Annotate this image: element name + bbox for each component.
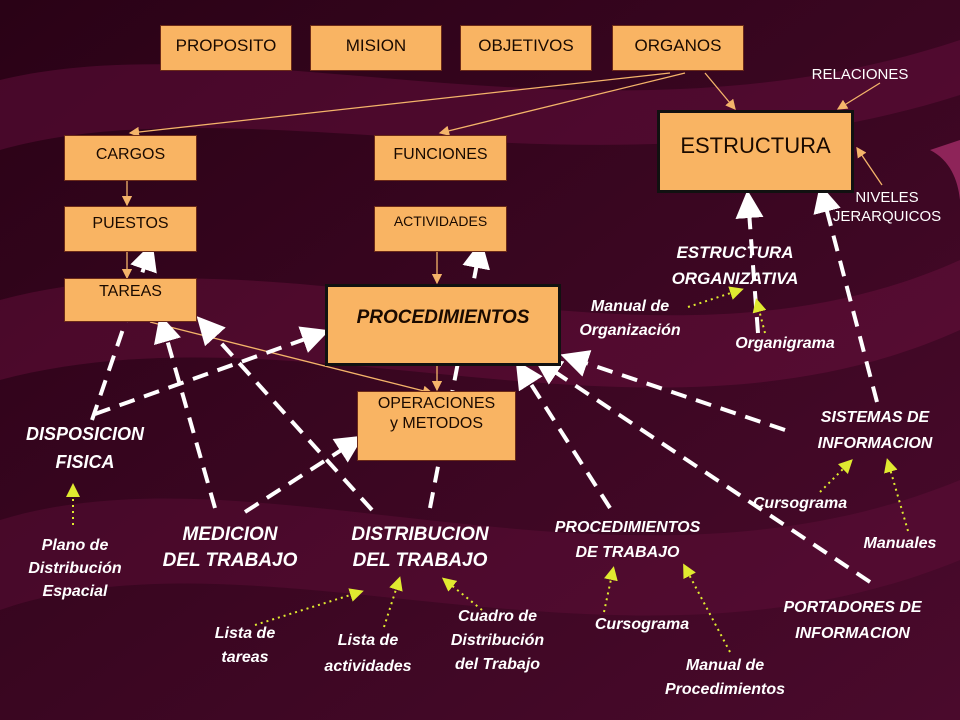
portadores-line2: INFORMACION (795, 625, 910, 642)
mision-label: MISION (345, 36, 407, 55)
puestos-label: PUESTOS (92, 215, 169, 232)
procedimientos-trabajo-label: PROCEDIMIENTOS DE TRABAJO (525, 515, 730, 565)
cuadro-line3: del Trabajo (454, 656, 541, 673)
cursograma-bottom-label: Cursograma (594, 616, 690, 633)
estructura-organizativa-label: ESTRUCTURA ORGANIZATIVA (640, 240, 830, 292)
organos-label: ORGANOS (634, 36, 722, 55)
tareas-label: TAREAS (99, 283, 162, 300)
cursograma-right-label: Cursograma (752, 495, 848, 512)
operaciones-line2: y METODOS (389, 415, 484, 432)
proposito-box: PROPOSITO (160, 25, 292, 71)
cuadro-line1: Cuadro de (457, 608, 538, 625)
plano-line1: Plano de (41, 537, 109, 554)
distribucion-line1: DISTRIBUCION (351, 524, 489, 545)
cargos-box: CARGOS (64, 135, 197, 181)
proc-trabajo-line1: PROCEDIMIENTOS (554, 519, 701, 536)
organigrama-label: Organigrama (735, 335, 835, 352)
disposicion-line1: DISPOSICION (25, 424, 145, 444)
objetivos-label: OBJETIVOS (478, 36, 574, 55)
niveles-line2: JERARQUICOS (832, 208, 942, 225)
funciones-label: FUNCIONES (393, 146, 488, 163)
estructura-org-line1: ESTRUCTURA (676, 243, 794, 262)
tareas-box: TAREAS (64, 278, 197, 322)
manual-org-line2: Organización (579, 322, 681, 339)
lista-actividades-label: Lista de actividades (298, 628, 438, 680)
manual-proc-line1: Manual de (685, 657, 765, 674)
sistemas-informacion-label: SISTEMAS DE INFORMACION (790, 405, 960, 457)
actividades-box: ACTIVIDADES (374, 206, 507, 252)
organos-box: ORGANOS (612, 25, 744, 71)
disposicion-fisica-label: DISPOSICION FISICA (10, 420, 160, 476)
cuadro-line2: Distribución (450, 632, 545, 649)
estructura-org-line2: ORGANIZATIVA (671, 269, 799, 288)
proc-trabajo-line2: DE TRABAJO (575, 544, 680, 561)
procedimientos-box: PROCEDIMIENTOS (325, 284, 561, 366)
procedimientos-label: PROCEDIMIENTOS (356, 307, 530, 328)
funciones-box: FUNCIONES (374, 135, 507, 181)
plano-distribucion-label: Plano de Distribución Espacial (5, 534, 145, 603)
niveles-line1: NIVELES (855, 189, 919, 206)
cuadro-distribucion-label: Cuadro de Distribución del Trabajo (425, 605, 570, 677)
portadores-line1: PORTADORES DE (783, 599, 922, 616)
lista-tareas-line2: tareas (221, 649, 269, 666)
objetivos-box: OBJETIVOS (460, 25, 592, 71)
lista-tareas-line1: Lista de (214, 625, 276, 642)
lista-act-line1: Lista de (337, 632, 399, 649)
cargos-label: CARGOS (95, 146, 166, 163)
manuales-label: Manuales (863, 535, 937, 552)
puestos-box: PUESTOS (64, 206, 197, 252)
lista-tareas-label: Lista de tareas (180, 622, 310, 670)
operaciones-box: OPERACIONES y METODOS (357, 391, 516, 461)
medicion-line1: MEDICION (182, 524, 278, 545)
manual-organizacion-label: Manual de Organización (560, 295, 700, 343)
actividades-label: ACTIVIDADES (393, 213, 488, 229)
relaciones-label: RELACIONES (811, 66, 909, 83)
plano-line3: Espacial (42, 583, 108, 600)
disposicion-line2: FISICA (55, 452, 115, 472)
distribucion-line2: DEL TRABAJO (352, 550, 488, 571)
medicion-line2: DEL TRABAJO (162, 550, 298, 571)
manual-org-line1: Manual de (590, 298, 670, 315)
medicion-trabajo-label: MEDICION DEL TRABAJO (140, 522, 320, 574)
estructura-box: ESTRUCTURA (657, 110, 854, 193)
proposito-label: PROPOSITO (175, 36, 277, 55)
sistemas-line1: SISTEMAS DE (820, 409, 930, 426)
manual-proc-line2: Procedimientos (664, 681, 786, 698)
mision-box: MISION (310, 25, 442, 71)
portadores-informacion-label: PORTADORES DE INFORMACION (755, 595, 950, 647)
niveles-jerarquicos-label: NIVELES JERARQUICOS (812, 188, 960, 226)
estructura-label: ESTRUCTURA (680, 133, 831, 158)
operaciones-line1: OPERACIONES (377, 395, 496, 412)
lista-act-line2: actividades (324, 658, 412, 675)
distribucion-trabajo-label: DISTRIBUCION DEL TRABAJO (325, 522, 515, 574)
manual-procedimientos-label: Manual de Procedimientos (630, 654, 820, 702)
plano-line2: Distribución (28, 560, 122, 577)
sistemas-line2: INFORMACION (817, 435, 933, 452)
